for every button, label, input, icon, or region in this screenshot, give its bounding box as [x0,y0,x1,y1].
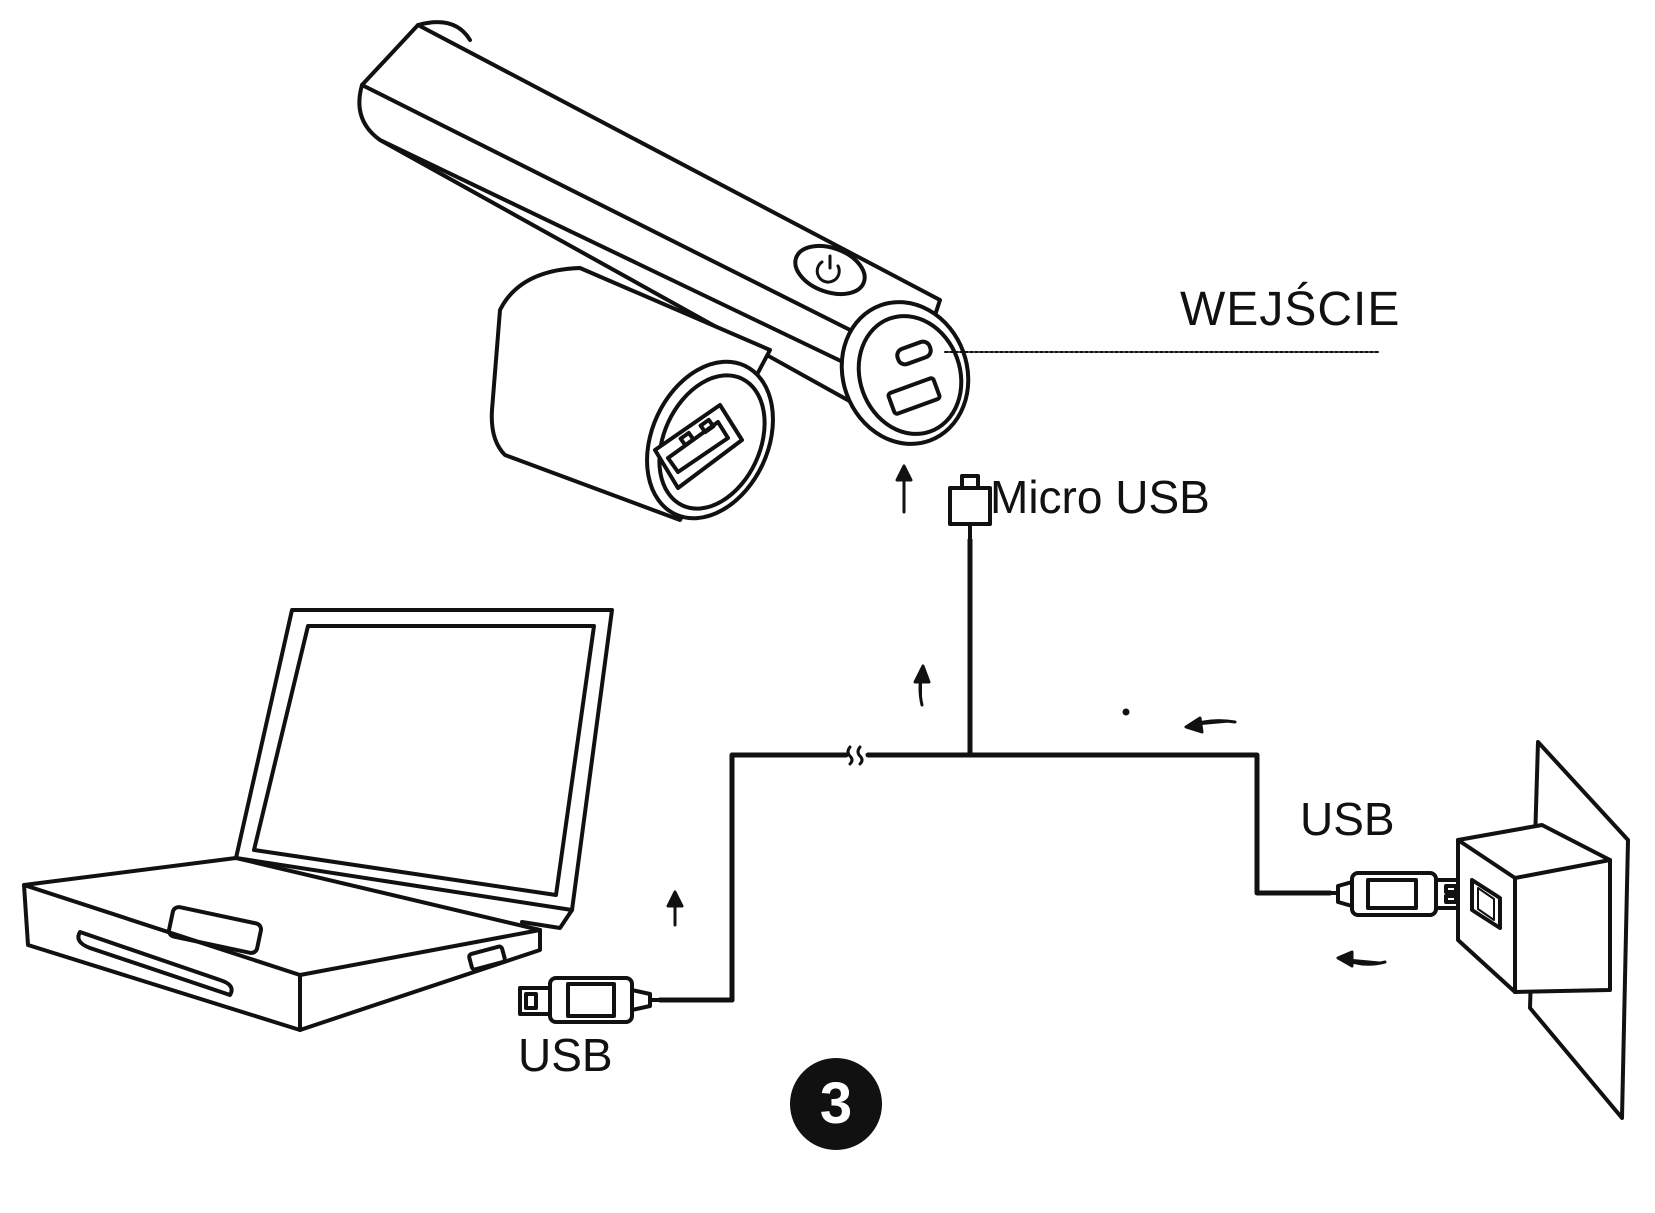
arrow-icon [666,464,1387,968]
usb-plug-left [518,976,662,1024]
power-bank-cap [489,266,775,522]
laptop-usb-port [467,944,507,972]
laptop [22,608,614,1032]
port-end-cap [839,300,971,446]
power-bank [357,20,971,522]
usb-output-port [886,376,942,416]
usb-right-label: USB [1300,793,1395,845]
usb-left-label: USB [518,1029,613,1081]
cable-bus-right [865,752,1333,896]
usb-plug-right [1328,871,1466,917]
touchpad [166,905,264,955]
step-number-badge: 3 [790,1058,882,1150]
usb-a-plug [653,403,744,490]
power-button-icon [793,243,867,297]
cable-break-mark [846,745,864,766]
wall-charger [1456,823,1612,994]
micro-usb-label: Micro USB [990,471,1210,523]
micro-usb-plug [948,474,992,542]
micro-usb-port [895,339,933,367]
charger-usb-port [1470,878,1502,930]
cable-bus [729,752,849,1003]
input-label: WEJŚCIE [1180,283,1401,336]
